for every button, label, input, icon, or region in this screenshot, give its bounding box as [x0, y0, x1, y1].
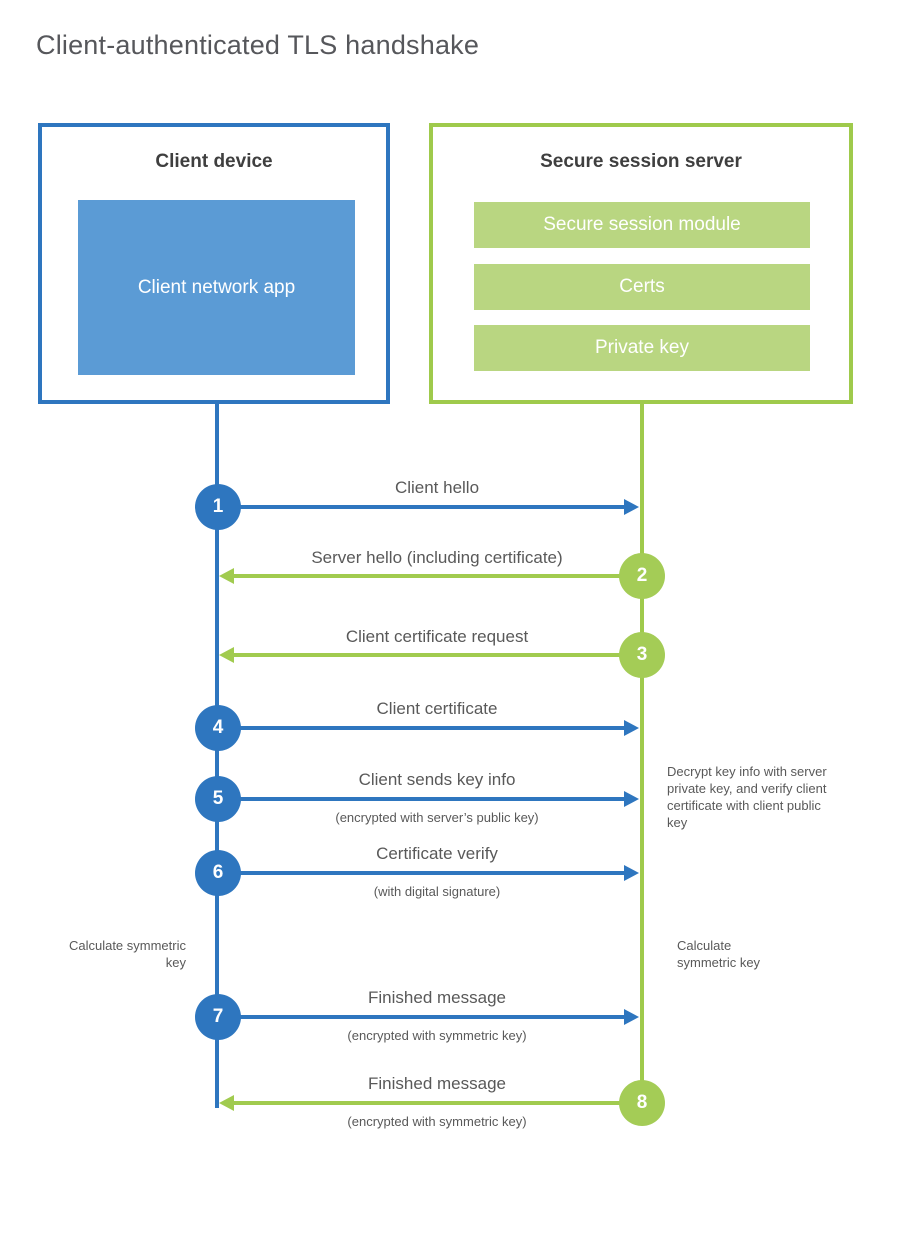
secure-session-server-title: Secure session server [540, 151, 742, 172]
message-7-label: Finished message [368, 988, 506, 1007]
message-5-sublabel: (encrypted with server’s public key) [335, 810, 539, 825]
step-2-badge: 2 [619, 553, 665, 599]
step-8-badge: 8 [619, 1080, 665, 1126]
message-7-sublabel: (encrypted with symmetric key) [347, 1028, 527, 1043]
step-4-badge: 4 [195, 705, 241, 751]
arrow-right-icon [624, 1009, 639, 1025]
secure-session-server-box: Secure session server Secure session mod… [429, 123, 853, 404]
page-title: Client-authenticated TLS handshake [36, 30, 480, 60]
message-6-sublabel: (with digital signature) [373, 884, 501, 899]
message-8-label: Finished message [368, 1074, 506, 1093]
arrow-left-icon [219, 647, 234, 663]
message-1-label: Client hello [394, 478, 480, 497]
message-6-label: Certificate verify [376, 844, 498, 863]
client-network-app-box: Client network app [78, 200, 355, 375]
message-4-line [240, 726, 624, 730]
server-module-certs: Certs [474, 264, 810, 310]
message-8-line [234, 1101, 620, 1105]
step-7-badge: 7 [195, 994, 241, 1040]
server-module-private-key: Private key [474, 325, 810, 371]
step-1-badge: 1 [195, 484, 241, 530]
arrow-right-icon [624, 720, 639, 736]
arrow-right-icon [624, 791, 639, 807]
step-6-badge: 6 [195, 850, 241, 896]
server-calculate-symmetric-key-note: Calculate symmetric key [677, 938, 761, 970]
step-3-badge: 3 [619, 632, 665, 678]
client-lifeline [215, 402, 219, 1108]
server-lifeline [640, 402, 644, 1103]
step-5-badge: 5 [195, 776, 241, 822]
message-2-label: Server hello (including certificate) [311, 548, 563, 567]
message-3-label: Client certificate request [345, 627, 529, 646]
server-decrypt-note: Decrypt key info with server private key… [667, 764, 827, 830]
message-5-label: Client sends key info [358, 770, 516, 789]
message-8-sublabel: (encrypted with symmetric key) [347, 1114, 527, 1129]
server-module-secure-session: Secure session module [474, 202, 810, 248]
arrow-right-icon [624, 499, 639, 515]
message-4-label: Client certificate [376, 699, 498, 718]
client-device-box: Client device Client network app [38, 123, 390, 404]
message-6-line [240, 871, 624, 875]
message-3-line [234, 653, 620, 657]
client-device-title: Client device [155, 151, 273, 172]
client-calculate-symmetric-key-note: Calculate symmetric key [68, 938, 186, 970]
message-7-line [240, 1015, 624, 1019]
message-2-line [234, 574, 620, 578]
client-network-app-label: Client network app [137, 277, 296, 298]
arrow-right-icon [624, 865, 639, 881]
arrow-left-icon [219, 568, 234, 584]
message-1-line [240, 505, 624, 509]
message-5-line [240, 797, 624, 801]
arrow-left-icon [219, 1095, 234, 1111]
